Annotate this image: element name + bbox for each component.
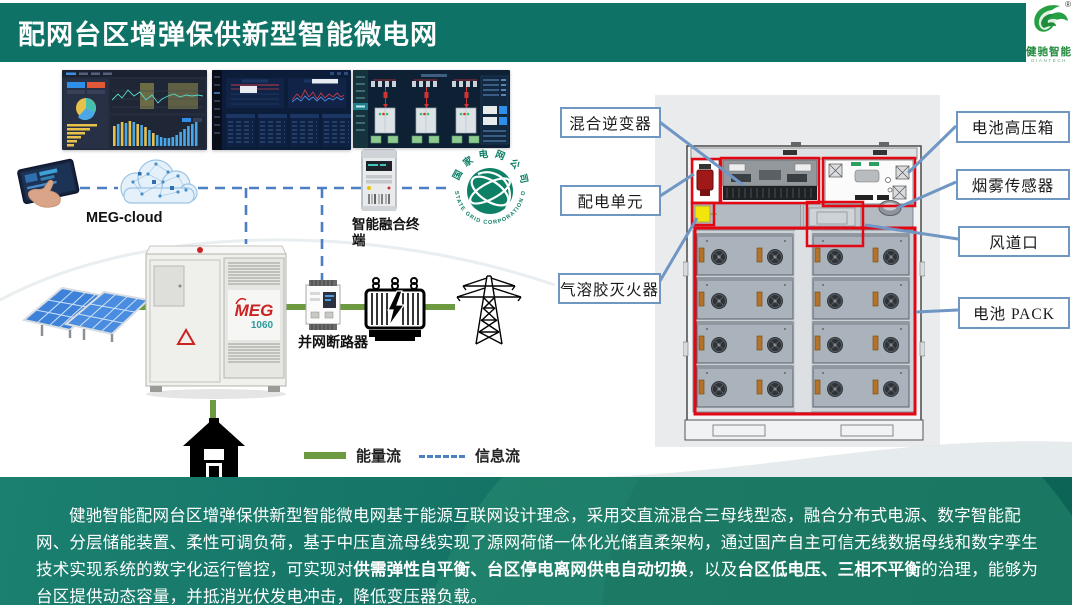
grid-breaker-label: 并网断路器 <box>298 334 368 350</box>
company-name: 健驰智能 <box>1026 46 1072 58</box>
transformer-icon <box>364 277 426 341</box>
label-air-duct: 风道口 <box>958 226 1070 257</box>
callout-lines <box>655 118 959 314</box>
company-name-en: GIANTECH <box>1030 58 1068 63</box>
background-arc-decoration <box>0 238 556 302</box>
title-bar: 配网台区增弹保供新型智能微电网 <box>0 3 1028 62</box>
solar-panel-icon <box>22 286 148 342</box>
battery-cabinet-diagram <box>683 142 925 441</box>
state-grid-logo: 国家电网公司 STATE GRID CORPORATION OF CHINA <box>448 148 530 229</box>
dashboard-screenshot-energy-analytics <box>62 70 207 150</box>
label-battery-hv-box: 电池高压箱 <box>956 111 1070 143</box>
tablet-hand-icon <box>17 158 80 208</box>
label-battery-pack: 电池 PACK <box>958 297 1070 329</box>
meg-cloud-label: MEG-cloud <box>86 210 163 226</box>
house-icon <box>183 418 245 477</box>
legend-info-swatch <box>419 455 465 458</box>
page-title: 配网台区增弹保供新型智能微电网 <box>18 20 438 50</box>
grid-breaker-image <box>305 280 341 330</box>
registered-mark: ® <box>1065 0 1071 9</box>
section-arc-dark <box>602 477 1072 605</box>
highlight-outlines <box>690 156 917 416</box>
legend-info-label: 信息流 <box>475 448 521 465</box>
company-logo: ® 健驰智能 GIANTECH <box>1026 0 1072 74</box>
smart-fusion-terminal-label: 智能融合终端 <box>352 217 420 248</box>
giantech-swirl-icon <box>1034 5 1068 32</box>
legend-energy-swatch <box>304 452 346 459</box>
label-smoke-sensor: 烟雾传感器 <box>956 169 1070 200</box>
power-tower-icon <box>456 275 522 345</box>
label-aerosol-extinguisher: 气溶胶灭火器 <box>558 273 661 304</box>
label-distribution-unit: 配电单元 <box>560 185 661 216</box>
label-hybrid-inverter: 混合逆变器 <box>560 107 661 138</box>
meg-cabinet-image: MEG 1060 <box>145 245 287 399</box>
network-cloud-icon <box>120 159 198 204</box>
meg-model-text: 1060 <box>251 320 274 331</box>
meg-brand-text: MEG <box>235 301 274 320</box>
description-text: 健驰智能配网台区增弹保供新型智能微电网基于能源互联网设计理念，采用交直流混合三母… <box>36 506 1039 605</box>
legend-energy-label: 能量流 <box>356 448 402 465</box>
dashboard-screenshot-monitoring-tables <box>212 70 351 150</box>
description-section: 健驰智能配网台区增弹保供新型智能微电网基于能源互联网设计理念，采用交直流混合三母… <box>0 477 1072 605</box>
dashboard-screenshot-station-scada <box>353 70 510 148</box>
smart-fusion-terminal-image <box>361 149 397 211</box>
info-flow-line <box>80 186 452 282</box>
section-arc-light <box>412 477 1072 605</box>
swoosh-decoration <box>600 441 1072 477</box>
